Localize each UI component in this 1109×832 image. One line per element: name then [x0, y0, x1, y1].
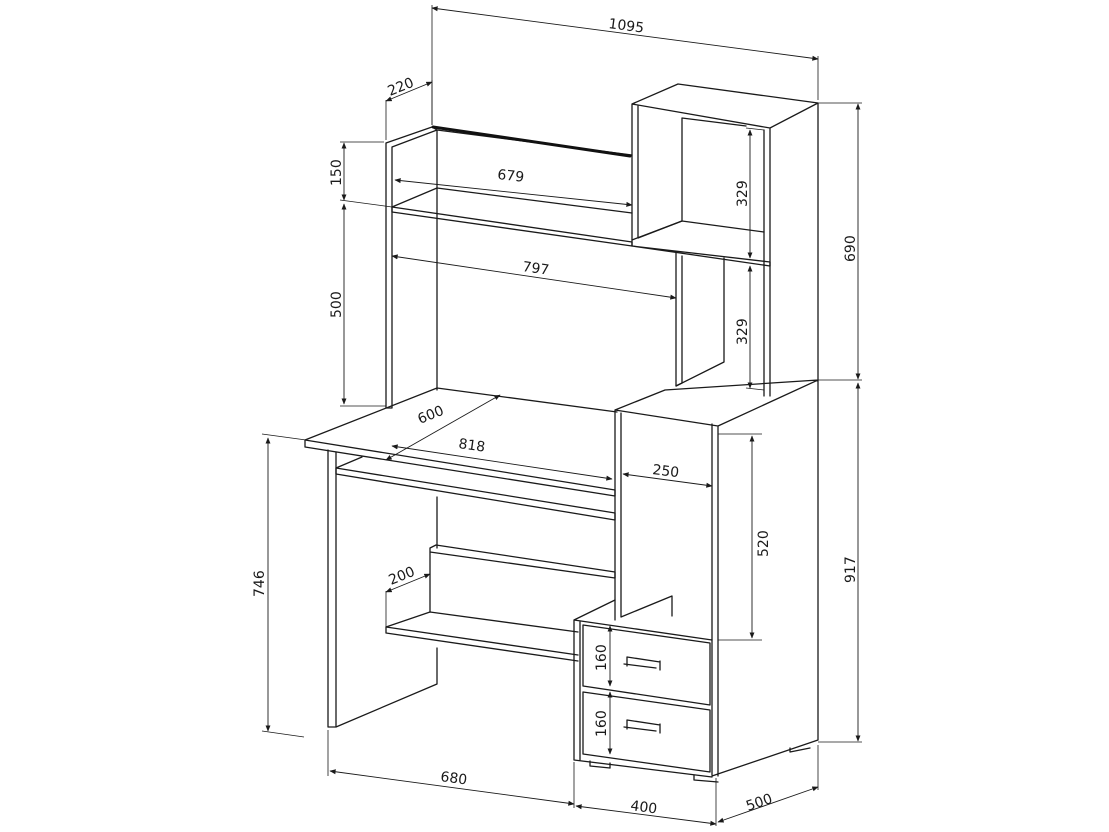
dim-lower-height: 917 [843, 556, 859, 583]
cabinet-middle-shelf [631, 220, 771, 267]
hutch-left-panel [385, 126, 438, 409]
dim-pedestal-width: 250 [652, 462, 680, 481]
dim-tower-height: 690 [843, 235, 859, 262]
foot-back [789, 747, 811, 753]
dim-cabinet-shelf-bottom: 329 [735, 318, 751, 345]
top-cabinet [631, 83, 819, 397]
dim-upper-height: 150 [329, 159, 345, 186]
dim-unit-depth: 500 [744, 791, 774, 815]
dim-cabinet-shelf-top: 329 [735, 180, 751, 207]
keyboard-tray [335, 456, 616, 521]
hutch-inner-divider [675, 251, 683, 387]
drawer-handle-top [623, 656, 661, 671]
dim-upper-section-height: 500 [329, 291, 345, 318]
pedestal-tower [614, 379, 819, 777]
dimension-labels: 1095 220 150 679 329 690 797 500 329 600… [252, 16, 859, 817]
dim-drawer-top: 160 [594, 644, 610, 671]
bottom-shelf [385, 611, 579, 662]
hutch-upper-shelf [391, 187, 633, 247]
drawer-handle-bottom [623, 719, 661, 734]
dim-middle-width: 797 [521, 259, 550, 279]
dim-leg-height: 746 [252, 570, 268, 597]
hutch-back-top [431, 125, 632, 158]
dim-pedestal-height: 520 [756, 530, 772, 557]
lower-back-board [429, 544, 616, 613]
left-leg [327, 449, 438, 728]
foot-left [589, 760, 611, 769]
dim-base-width: 680 [439, 769, 468, 788]
dim-desk-width: 818 [457, 436, 486, 456]
dim-shelf-width: 679 [497, 167, 525, 186]
dimension-lines [261, 5, 862, 826]
drawer-unit [573, 599, 713, 778]
cabinet-lower-inner [675, 257, 725, 387]
dim-bottom-shelf-depth: 200 [387, 564, 418, 589]
dim-drawer-unit-width: 400 [629, 798, 658, 817]
dim-desk-depth: 600 [416, 403, 447, 428]
drawer-top [582, 624, 711, 706]
drawer-bottom [582, 691, 711, 773]
desk-furniture [304, 83, 819, 783]
foot-right [693, 774, 719, 783]
dim-overall-width: 1095 [607, 16, 644, 37]
dim-top-shelf-depth: 220 [386, 75, 417, 100]
dim-drawer-bottom: 160 [594, 710, 610, 737]
top-cabinet-inner [637, 105, 765, 239]
